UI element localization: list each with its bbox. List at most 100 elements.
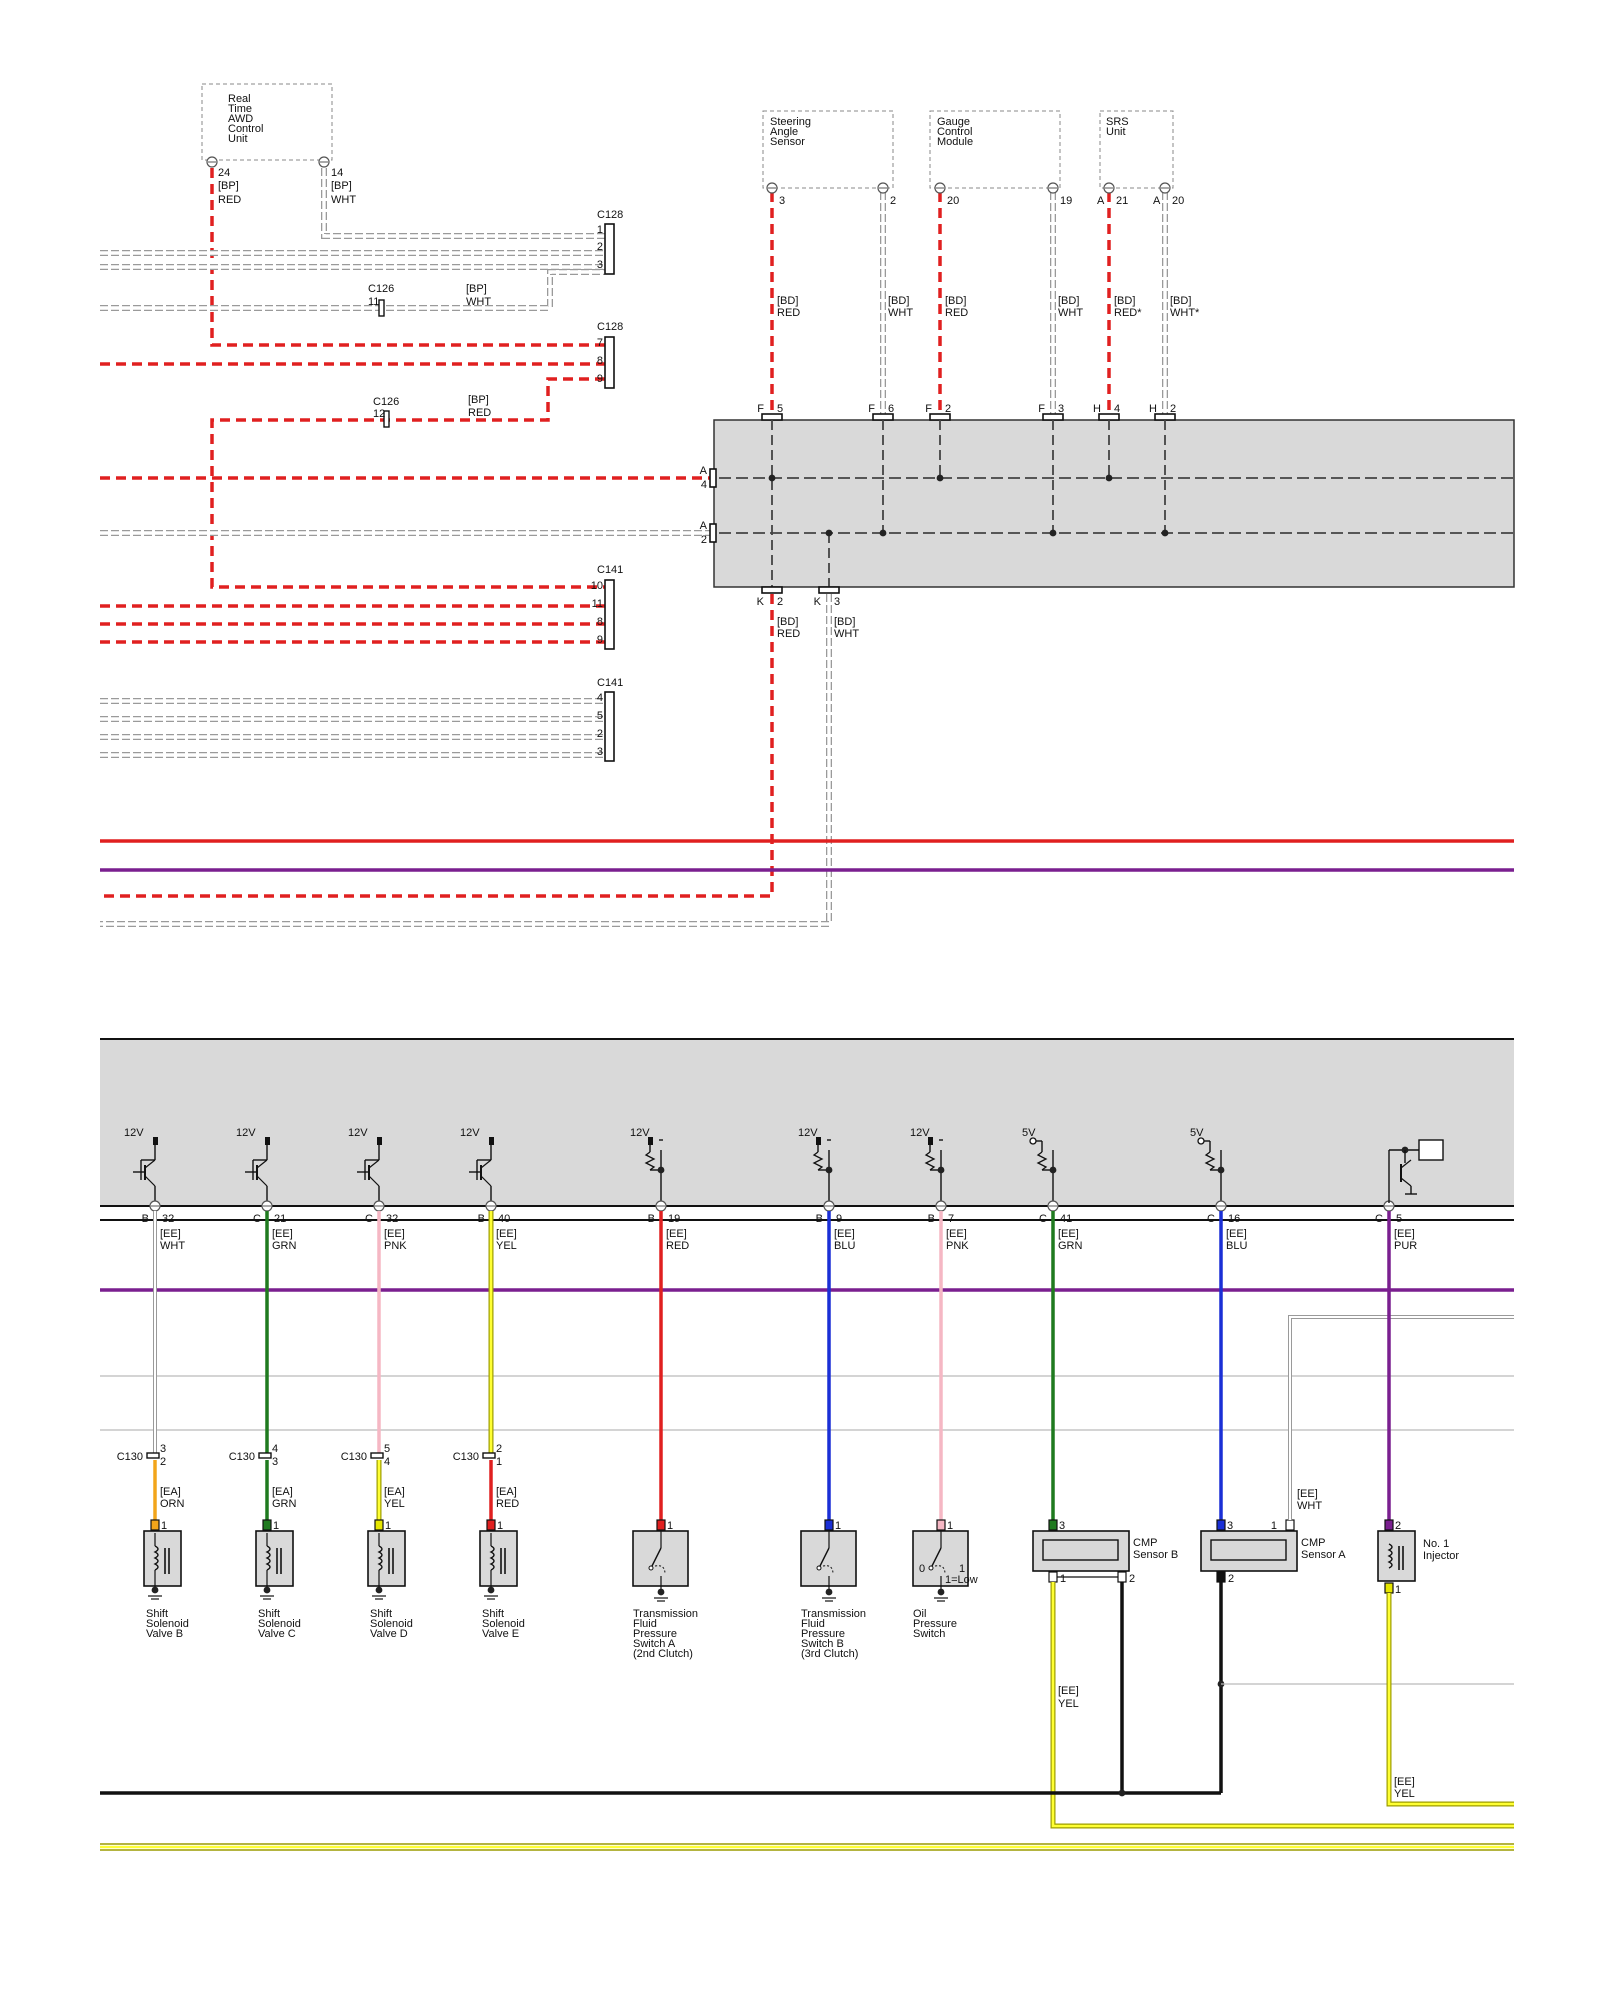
- transistor-leg: [368, 1159, 380, 1169]
- supply-label: 12V: [798, 1127, 818, 1139]
- label: 19: [668, 1213, 680, 1225]
- label: RED: [218, 194, 241, 206]
- connector-pin: 8: [597, 355, 603, 367]
- component-label: Valve D: [370, 1628, 408, 1640]
- label: K: [814, 596, 822, 608]
- awd-red-wire: [210, 168, 605, 347]
- connector-pin: 4: [597, 692, 603, 704]
- connector-pin: 9: [597, 634, 603, 646]
- connector-block: [604, 579, 615, 650]
- transistor-leg: [256, 1175, 268, 1187]
- label: WHT: [1058, 307, 1083, 319]
- label: [EA]: [272, 1486, 293, 1498]
- label: 3: [834, 596, 840, 608]
- label: 4: [272, 1443, 278, 1455]
- label: B: [816, 1213, 823, 1225]
- component-label: Shift: [370, 1608, 392, 1620]
- component-label: (3rd Clutch): [801, 1648, 858, 1660]
- label: 1: [1395, 1584, 1401, 1596]
- pressure-arrow: [822, 1565, 834, 1575]
- label: [EE]: [160, 1228, 181, 1240]
- connector-pin: 11: [592, 598, 603, 610]
- white-wire-c126: [100, 269, 605, 311]
- supply-label: 12V: [348, 1127, 368, 1139]
- label: BLU: [1226, 1240, 1247, 1252]
- switch-contact: [648, 1565, 654, 1571]
- label: WHT: [1297, 1500, 1322, 1512]
- component-pin: [262, 1519, 272, 1531]
- power-terminal: [489, 1137, 494, 1145]
- label: 1: [1271, 1520, 1277, 1532]
- white-wire-outline: [100, 269, 605, 311]
- label: 2: [701, 534, 707, 546]
- component-label: Shift: [482, 1608, 504, 1620]
- component-pin: [824, 1519, 834, 1531]
- component-label: CMP: [1301, 1537, 1325, 1549]
- label: 2: [496, 1443, 502, 1455]
- label: 2: [890, 195, 896, 207]
- label: 12: [373, 408, 385, 420]
- switch-blade: [650, 1547, 662, 1569]
- injector-driver-box: [1418, 1139, 1444, 1161]
- component-label: AWD: [228, 113, 253, 125]
- label: 4: [701, 479, 707, 491]
- label: C130: [229, 1451, 255, 1463]
- solenoid-body: [367, 1530, 406, 1587]
- label: F: [757, 403, 764, 415]
- connector-pin: 3: [597, 746, 603, 758]
- component-label: Control: [937, 126, 972, 138]
- label: B: [478, 1213, 485, 1225]
- label: ORN: [160, 1498, 185, 1510]
- resistor: [812, 1151, 824, 1171]
- label: 6: [888, 403, 894, 415]
- label: 1: [1060, 1573, 1066, 1585]
- c130-connector: [482, 1452, 496, 1459]
- label: 7: [948, 1213, 954, 1225]
- coil: [489, 1545, 495, 1571]
- ground-dot: [151, 1586, 159, 1594]
- label: 5: [777, 403, 783, 415]
- c130-connector: [146, 1452, 160, 1459]
- component-pin: [656, 1519, 666, 1531]
- module-bottom-pin: [761, 586, 783, 594]
- label: GRN: [272, 1240, 297, 1252]
- label: 24: [218, 167, 230, 179]
- label: YEL: [1394, 1788, 1415, 1800]
- connector-name: C141: [597, 677, 623, 689]
- white-wire-core: [100, 594, 831, 926]
- module-left-pin: [709, 523, 717, 543]
- label: C130: [453, 1451, 479, 1463]
- label: 1: [497, 1520, 503, 1532]
- component-label: Fluid: [801, 1618, 825, 1630]
- solenoid-body: [255, 1530, 294, 1587]
- white-wire-outline: [100, 594, 832, 927]
- label: RED: [777, 628, 800, 640]
- component-label: Pressure: [633, 1628, 677, 1640]
- label: 1: [385, 1520, 391, 1532]
- switch-mark: 1: [959, 1563, 965, 1575]
- component-label: Sensor B: [1133, 1549, 1178, 1561]
- label: [BD]: [834, 616, 855, 628]
- label: WHT: [466, 296, 491, 308]
- connector-pin: 3: [597, 259, 603, 271]
- component-label: Solenoid: [370, 1618, 413, 1630]
- label: C: [253, 1213, 261, 1225]
- component-label: Switch B: [801, 1638, 844, 1650]
- label: [EE]: [496, 1228, 517, 1240]
- transistor-leg: [144, 1159, 156, 1169]
- label: PUR: [1394, 1240, 1417, 1252]
- power-terminal: [648, 1137, 653, 1145]
- label: PNK: [946, 1240, 969, 1252]
- label: 1: [273, 1520, 279, 1532]
- yellow-wire-outline: [1386, 1593, 1514, 1807]
- white-wire-core: [1289, 1316, 1514, 1520]
- resistor: [924, 1151, 936, 1171]
- module-splice-dot: [879, 529, 887, 537]
- awd-white-wire: [321, 168, 605, 239]
- connector-block: [604, 691, 615, 762]
- c130-connector: [370, 1452, 384, 1459]
- label: PNK: [384, 1240, 407, 1252]
- component-label: Time: [228, 103, 252, 115]
- ecm-module-body: [100, 1039, 1514, 1206]
- label: 2: [777, 596, 783, 608]
